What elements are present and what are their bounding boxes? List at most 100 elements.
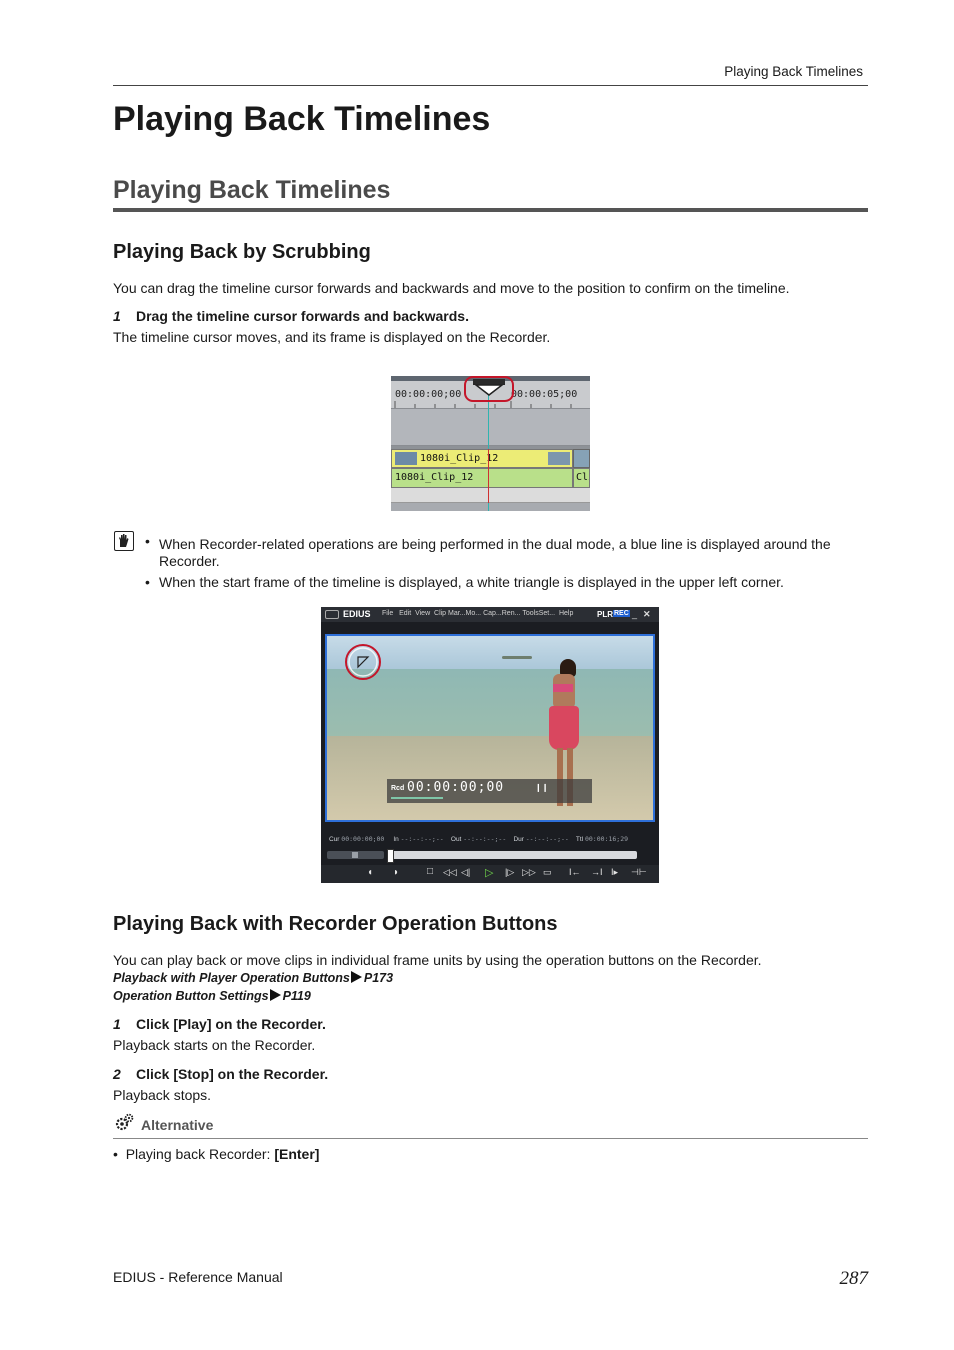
section-rule (113, 208, 868, 212)
ruler-ticks (394, 401, 572, 408)
empty-track[interactable] (391, 409, 590, 446)
timeline-cursor-red (488, 449, 489, 503)
sea (327, 669, 653, 739)
distant-island (502, 656, 532, 659)
pause-icon: ❙❙ (535, 783, 549, 792)
step-back-button-icon[interactable]: ◁| (461, 867, 471, 877)
link-page[interactable]: P173 (363, 971, 394, 985)
timeline-cursor-handle[interactable] (461, 376, 517, 404)
reference-link-button-settings[interactable]: Operation Button Settings P119 (113, 989, 311, 1003)
bullet: • (145, 574, 150, 590)
export-button-icon[interactable]: ⊣⊢ (631, 867, 647, 877)
loop-button-icon[interactable]: ▭ (543, 867, 552, 877)
menu-settings[interactable]: Set... (538, 610, 556, 617)
cur-value: 00:00:00;00 (341, 835, 385, 843)
recorder-buttons-intro: You can play back or move clips in indiv… (113, 952, 762, 968)
scrubbing-intro: You can drag the timeline cursor forward… (113, 280, 790, 296)
audio-clip-name: 1080i_Clip_12 (395, 472, 474, 483)
clip-thumbnail-out (548, 452, 570, 465)
link-page[interactable]: P119 (282, 989, 311, 1003)
empty-audio-track[interactable] (391, 488, 590, 503)
set-in-icon[interactable]: ◖ (367, 867, 374, 878)
insert-button-icon[interactable]: I← (569, 867, 581, 877)
position-knob[interactable] (387, 849, 394, 863)
out-label: Out (450, 836, 462, 843)
in-label: In (393, 836, 399, 843)
menu-mode[interactable]: Mo... (465, 610, 482, 617)
section-title: Playing Back Timelines (113, 176, 391, 204)
out-value: --:--:--;-- (463, 835, 507, 843)
menu-items: File Edit View Clip Mar...Mo... Cap...Re… (382, 610, 573, 617)
video-clip-name: 1080i_Clip_12 (420, 453, 499, 464)
step-number: 2 (113, 1066, 121, 1082)
subsection-title-scrubbing: Playing Back by Scrubbing (113, 241, 371, 263)
person-leg-right (567, 748, 573, 806)
arrow-right-icon (350, 971, 362, 983)
menu-tools[interactable]: Tools (522, 610, 539, 617)
trim-button-icon[interactable]: I▸ (611, 867, 619, 877)
fast-forward-button-icon[interactable]: ▷▷ (522, 867, 536, 877)
menu-marker[interactable]: Mar... (448, 610, 466, 617)
menu-help[interactable]: Help (558, 610, 574, 617)
menu-render[interactable]: Ren... (501, 610, 521, 617)
recorder-step-2: 2 Click [Stop] on the Recorder. (113, 1066, 328, 1082)
menu-capture[interactable]: Cap... (483, 610, 502, 617)
alternative-item-key: [Enter] (274, 1146, 320, 1162)
minimize-icon[interactable]: _ (632, 609, 638, 619)
audio-clip[interactable]: 1080i_Clip_12 (391, 468, 573, 488)
step-number: 1 (113, 1016, 121, 1032)
timeline-figure: 00:00:00;00 00:00:05;00 1080i_Clip_12 10… (391, 376, 590, 511)
clip-thumbnail-in (395, 452, 417, 465)
alternative-rule (113, 1138, 868, 1139)
next-video-clip[interactable] (573, 449, 590, 468)
note-item-text: When the start frame of the timeline is … (159, 574, 784, 590)
overlay-label: Rcd (391, 785, 405, 792)
play-button-icon[interactable]: ▷ (485, 867, 494, 879)
step-number: 1 (113, 308, 121, 324)
video-clip[interactable]: 1080i_Clip_12 (391, 449, 573, 468)
alternative-label: Alternative (141, 1117, 214, 1133)
position-slider[interactable] (387, 849, 637, 863)
rewind-button-icon[interactable]: ◁◁ (443, 867, 457, 877)
menu-view[interactable]: View (415, 610, 431, 617)
timecode-overlay: Rcd 00:00:00;00 ❙❙ (387, 779, 592, 803)
menu-edit[interactable]: Edit (399, 610, 412, 617)
footer-manual-title: EDIUS - Reference Manual (113, 1269, 283, 1285)
shuttle-knob[interactable] (352, 852, 358, 858)
close-icon[interactable]: ✕ (643, 609, 651, 619)
dur-value: --:--:--;-- (525, 835, 569, 843)
menu-file[interactable]: File (382, 610, 394, 617)
chapter-title: Playing Back Timelines (113, 100, 491, 138)
stop-button-icon[interactable]: □ (427, 866, 434, 877)
shuttle-slider[interactable] (327, 851, 384, 859)
recorder-monitor[interactable]: Rcd 00:00:00;00 ❙❙ (325, 634, 655, 822)
step-text: Click [Stop] on the Recorder. (136, 1066, 329, 1082)
arrow-right-icon (269, 989, 281, 1001)
dur-label: Dur (513, 836, 524, 843)
ttl-value: 00:00:16;29 (584, 835, 629, 843)
in-value: --:--:--;-- (400, 835, 444, 843)
scrubbing-step-1: 1 Drag the timeline cursor forwards and b… (113, 308, 469, 324)
reference-link-player-buttons[interactable]: Playback with Player Operation Buttons P1… (113, 971, 393, 985)
overwrite-button-icon[interactable]: →I (591, 867, 603, 877)
header-rule (113, 85, 868, 86)
recorder-figure: EDIUS File Edit View Clip Mar...Mo... Ca… (321, 607, 659, 883)
next-audio-clip[interactable]: Cli (573, 468, 590, 488)
link-text[interactable]: Operation Button Settings (113, 989, 269, 1003)
overlay-timecode: 00:00:00;00 (407, 780, 505, 795)
start-frame-triangle-marker (345, 644, 381, 680)
link-text[interactable]: Playback with Player Operation Buttons (113, 971, 350, 985)
alternative-gears-icon (115, 1113, 134, 1131)
step-forward-button-icon[interactable]: |▷ (505, 867, 515, 877)
plr-button[interactable]: PLR (597, 610, 613, 619)
set-out-icon[interactable]: ◗ (393, 867, 400, 878)
rec-button[interactable]: REC (613, 610, 630, 617)
person-leg-left (557, 748, 563, 806)
note-list: When Recorder-related operations are bei… (145, 536, 865, 591)
step-text: Drag the timeline cursor forwards and ba… (136, 308, 469, 324)
cur-label: Cur (329, 836, 340, 843)
person-sarong (549, 706, 579, 750)
page-number: 287 (839, 1268, 869, 1289)
menu-clip[interactable]: Clip (434, 610, 447, 617)
